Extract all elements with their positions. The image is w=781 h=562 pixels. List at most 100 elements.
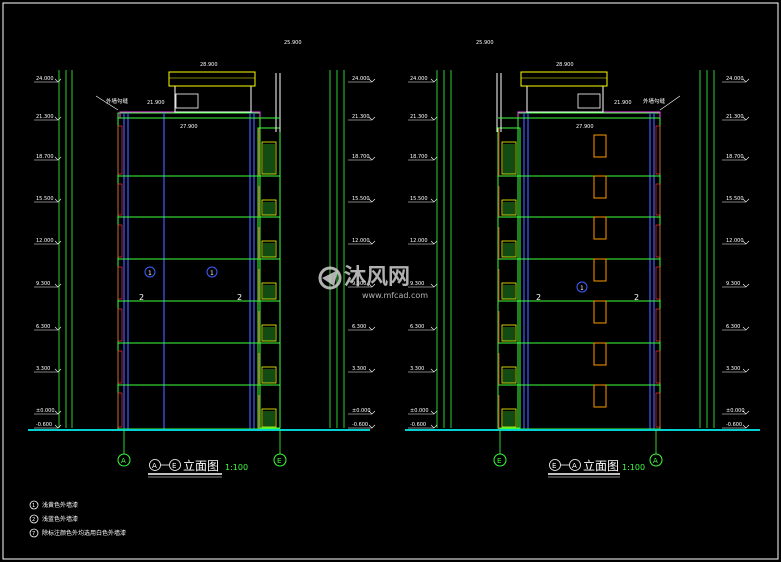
level-mark: [742, 240, 750, 245]
level-mark: [430, 424, 438, 429]
watermark-brand: 沐风网: [344, 265, 410, 290]
balcony-rail: [501, 199, 517, 216]
stair-window: [593, 175, 607, 199]
callout-1b: 1: [206, 266, 218, 278]
balcony-rail: [261, 366, 277, 384]
balcony-rail: [501, 282, 517, 300]
svg-text:立面图: 立面图: [183, 458, 219, 473]
pilaster: [117, 266, 123, 300]
level-label: -0.600: [36, 422, 52, 428]
svg-text:A: A: [152, 462, 157, 470]
level-mark: [430, 410, 438, 415]
level-mark: [742, 78, 750, 83]
level-label: 15.500: [352, 196, 370, 202]
level-label: -0.600: [352, 422, 368, 428]
roof-dim-parapet: 21.900: [147, 100, 165, 106]
level-label: 21.300: [352, 114, 370, 120]
right-dim-chain: [329, 70, 345, 428]
legend-item-2: 2 浅蓝色外墙漆: [29, 514, 78, 524]
level-label: 24.000: [36, 76, 54, 82]
svg-text:1: 1: [32, 503, 35, 509]
level-mark: [742, 424, 750, 429]
level-mark: [368, 156, 376, 161]
pilaster: [117, 224, 123, 258]
level-mark: [742, 326, 750, 331]
roof-dim-stair-r: 25.900: [476, 40, 494, 46]
balcony-rail: [261, 141, 277, 175]
top-callout-right: 外墙勾缝: [643, 97, 666, 105]
level-label: 15.500: [36, 196, 54, 202]
left-dim-chain: [58, 70, 73, 428]
balcony-rail: [501, 141, 517, 175]
level-label: ±0.000: [410, 408, 429, 414]
level-label: -0.600: [410, 422, 426, 428]
level-label: 15.500: [410, 196, 428, 202]
level-label: ±0.000: [726, 408, 745, 414]
balcony-rail: [261, 240, 277, 258]
level-label: 3.300: [726, 366, 740, 372]
level-mark: [430, 240, 438, 245]
watermark-url: www.mfcad.com: [362, 291, 428, 300]
level-labels-left-r: 24.00021.30018.70015.50012.0009.3006.300…: [408, 76, 438, 429]
level-label: 12.000: [726, 238, 744, 244]
axis-marker-a-right: A: [649, 453, 663, 467]
svg-text:E: E: [497, 457, 501, 465]
svg-text:A: A: [572, 462, 577, 470]
floor-lines-left: [118, 117, 280, 430]
top-callout-left: 外墙勾缝: [106, 97, 129, 105]
level-mark: [742, 368, 750, 373]
level-mark: [54, 156, 62, 161]
pilaster: [655, 183, 661, 216]
watermark: 沐风网 www.mfcad.com: [318, 265, 428, 300]
balcony-rail: [501, 240, 517, 258]
level-mark: [430, 198, 438, 203]
level-mark: [742, 410, 750, 415]
level-mark: [368, 283, 376, 288]
svg-text:E: E: [277, 457, 281, 465]
level-label: 3.300: [410, 366, 424, 372]
level-label: 24.000: [726, 76, 744, 82]
level-label: 12.000: [36, 238, 54, 244]
level-label: 24.000: [410, 76, 428, 82]
level-mark: [368, 78, 376, 83]
svg-text:2: 2: [634, 293, 639, 302]
floor-lines-right: [498, 117, 660, 430]
roof-dim-top-r: 28.900: [556, 62, 574, 68]
svg-text:2: 2: [536, 293, 541, 302]
level-label: 12.000: [352, 238, 370, 244]
level-label: 9.300: [36, 281, 50, 287]
pilaster: [117, 125, 123, 175]
level-label: 6.300: [410, 324, 424, 330]
level-mark: [430, 283, 438, 288]
balcony-rail: [261, 282, 277, 300]
legend-item-7: 7 除标注颜色外均选用白色外墙漆: [29, 528, 126, 538]
level-label: 18.700: [410, 154, 428, 160]
level-label: 18.700: [726, 154, 744, 160]
level-mark: [54, 368, 62, 373]
stair-window: [593, 216, 607, 240]
level-mark: [430, 78, 438, 83]
level-mark: [430, 326, 438, 331]
level-label: 3.300: [36, 366, 50, 372]
windows-right: [593, 134, 607, 408]
level-label: ±0.000: [36, 408, 55, 414]
callout-2c: 2: [536, 293, 541, 302]
watermark-logo-icon: [318, 266, 342, 290]
svg-text:1:100: 1:100: [225, 463, 248, 472]
level-mark: [368, 198, 376, 203]
svg-text:浅蓝色外墙漆: 浅蓝色外墙漆: [42, 515, 78, 523]
balcony-rail: [501, 324, 517, 342]
stair-window: [593, 134, 607, 158]
color-legend: 1 浅黄色外墙漆 2 浅蓝色外墙漆 7 除标注颜色外均选用白色外墙漆: [29, 500, 126, 538]
callout-2a: 2: [139, 293, 144, 302]
level-label: 21.300: [36, 114, 54, 120]
svg-text:E: E: [552, 462, 556, 470]
level-label: 18.700: [352, 154, 370, 160]
legend-item-1: 1 浅黄色外墙漆: [29, 500, 78, 510]
level-mark: [368, 368, 376, 373]
balcony-rail: [261, 408, 277, 428]
callout-1c: 1: [576, 281, 588, 293]
level-mark: [54, 116, 62, 121]
level-mark: [54, 424, 62, 429]
